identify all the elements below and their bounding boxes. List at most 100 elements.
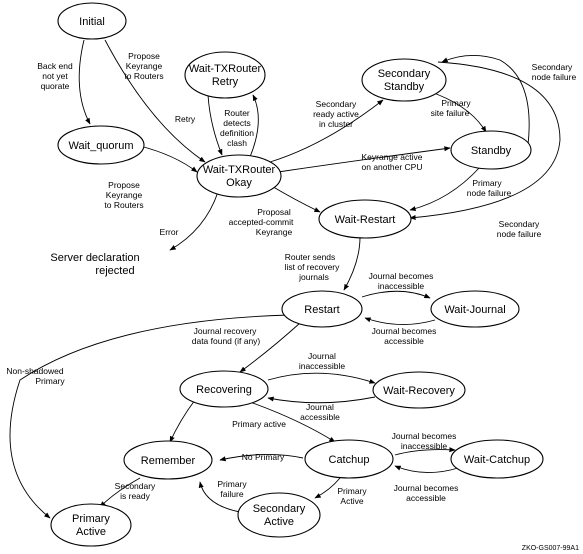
state-restart: Restart [281,290,363,328]
label-keyrange-active: Keyrange active on another CPU [362,152,423,172]
state-standby: Standby [450,130,532,170]
edge-retry-to-okay [207,94,223,156]
edge-okay-to-secondary-standby [269,99,384,163]
label-journal-recovery-found-1: Journal recovery [194,326,258,336]
label-propose-keyrange-initial: Propose Keyrange to Routers [124,51,163,81]
state-primary-active: Primary Active [50,503,132,547]
label-journal-accessible-catchup-2: accessible [406,493,446,503]
label-secondary-ready-1: Secondary [316,99,357,109]
label-journal-accessible-recovering-2: accessible [300,412,340,422]
label-secondary-node-failure-right-2: node failure [497,229,542,239]
label-primary-node-failure-1: Primary [472,178,502,188]
label-router-detects-4: clash [227,138,247,148]
label-proposal-accepted: Proposal accepted-commit Keyrange [229,207,294,237]
edge-recovering-to-wait-recovery [267,372,376,384]
label-primary-active-edge: Primary active [232,419,286,429]
label-journal-inaccessible-restart: Journal becomes inaccessible [369,271,434,291]
state-secondary-standby: Secondary Standby [361,58,447,102]
label-primary-node-failure-2: node failure [467,188,512,198]
label-router-sends-2: list of recovery [285,262,341,272]
state-secondary-active-label-1: Secondary [253,503,306,515]
edge-wait-catchup-to-catchup [394,465,459,473]
label-primary-site-failure-2: site failure [431,108,470,118]
edge-catchup-to-secondary-active [314,477,341,499]
label-router-sends: Router sends list of recovery journals [285,252,341,282]
label-keyrange-active-2: on another CPU [362,162,423,172]
edge-okay-to-standby [277,146,451,173]
label-router-detects-2: detects [223,118,250,128]
edge-initial-to-okay [104,39,206,163]
state-wait-catchup-label: Wait-Catchup [464,454,530,466]
state-wait-catchup: Wait-Catchup [450,439,544,479]
label-secondary-is-ready: Secondary is ready [115,481,156,501]
label-non-shadowed-primary: Non-shadowed Primary [6,366,65,386]
label-journal-inaccessible-catchup-2: inaccessible [401,441,448,451]
state-wait-recovery-label: Wait-Recovery [383,385,455,397]
state-remember-label: Remember [141,455,196,467]
label-propose-keyrange-quorum-3: to Routers [104,200,143,210]
label-retry: Retry [175,114,196,124]
label-secondary-ready-2: ready active [313,109,359,119]
state-wait-txrouter-okay-label-1: Wait-TXRouter [203,164,276,176]
state-wait-quorum-label: Wait_quorum [68,140,133,152]
state-secondary-active-label-2: Active [264,516,294,528]
state-catchup: Catchup [304,439,394,479]
state-wait-restart-label: Wait-Restart [335,214,396,226]
label-journal-recovery-found-2: data found (if any) [192,336,261,346]
state-wait-journal: Wait-Journal [430,290,520,328]
label-router-sends-1: Router sends [285,252,336,262]
label-journal-inaccessible-restart-2: inaccessible [378,281,425,291]
label-primary-failure-2: failure [220,489,243,499]
label-primary-active-catchup-2: Active [340,496,363,506]
label-backend-not-quorate-2: not yet [42,71,68,81]
state-initial-label: Initial [79,16,105,28]
edge-restart-to-primary-active [9,314,291,519]
state-secondary-standby-label-2: Standby [384,81,425,93]
label-primary-site-failure: Primary site failure [431,98,472,118]
label-router-detects: Router detects definition clash [220,108,254,148]
state-primary-active-label-2: Active [76,526,106,538]
label-error: Error [160,227,179,237]
label-router-detects-3: definition [220,128,254,138]
label-primary-failure-1: Primary [217,479,247,489]
state-wait-txrouter-retry: Wait-TXRouter Retry [184,51,266,99]
label-secondary-node-failure-top-2: node failure [532,72,577,82]
label-backend-not-quorate: Back end not yet quorate [37,61,73,91]
label-propose-keyrange-initial-3: to Routers [124,71,163,81]
state-secondary-active: Secondary Active [237,492,321,538]
label-journal-inaccessible-recovering-2: inaccessible [299,361,346,371]
edge-recovering-to-catchup [249,401,336,443]
label-backend-not-quorate-1: Back end [37,61,73,71]
label-propose-keyrange-initial-1: Propose [128,51,160,61]
state-wait-restart: Wait-Restart [318,199,412,239]
state-recovering-label: Recovering [196,384,252,396]
edge-initial-to-wait-quorum [78,39,91,125]
edge-secondary-active-to-remember [198,481,241,513]
label-journal-accessible-catchup: Journal becomes accessible [394,483,459,503]
state-wait-journal-label: Wait-Journal [444,304,505,316]
label-journal-accessible-restart: Journal becomes accessible [372,326,437,346]
state-wait-txrouter-retry-label-1: Wait-TXRouter [189,63,262,75]
label-primary-node-failure: Primary node failure [467,178,512,198]
label-primary-site-failure-1: Primary [441,98,471,108]
label-propose-keyrange-quorum-2: Keyrange [106,190,143,200]
label-journal-accessible-catchup-1: Journal becomes [394,483,459,493]
edge-labels: Back end not yet quorate Propose Keyrang… [6,51,576,506]
state-wait-quorum: Wait_quorum [57,125,145,165]
state-wait-txrouter-okay: Wait-TXRouter Okay [196,154,282,198]
label-keyrange-active-1: Keyrange active [362,152,423,162]
label-secondary-ready-3: in cluster [319,119,353,129]
state-wait-recovery: Wait-Recovery [372,371,466,409]
state-recovering: Recovering [179,370,269,408]
label-secondary-is-ready-2: is ready [120,491,151,501]
state-server-rejected-label-1: Server declaration [50,252,139,264]
label-secondary-is-ready-1: Secondary [115,481,156,491]
figure-code: ZKO-GS007-99A1 [522,545,579,552]
label-primary-active-catchup: Primary Active [337,486,367,506]
edge-restart-to-recovering [239,322,301,373]
label-secondary-node-failure-top-1: Secondary [532,62,573,72]
edge-wait-restart-to-restart [343,236,361,291]
state-wait-txrouter-okay-label-2: Okay [226,177,252,189]
label-journal-accessible-restart-1: Journal becomes [372,326,437,336]
